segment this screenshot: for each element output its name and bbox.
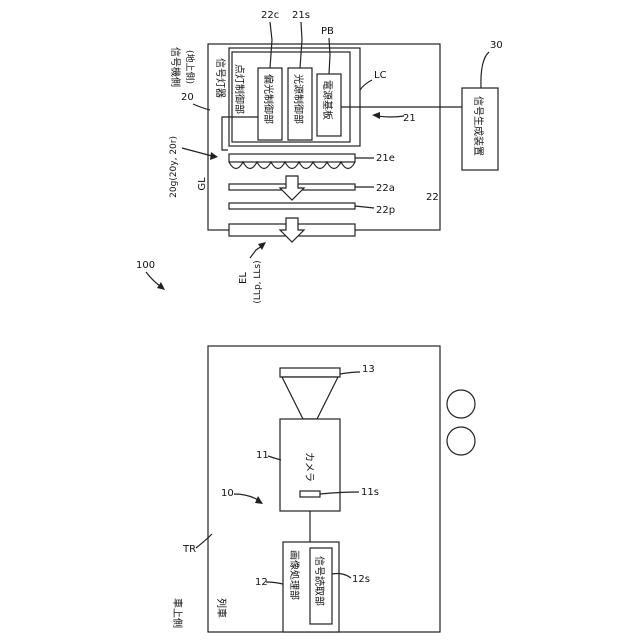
leader-100 <box>146 272 160 286</box>
ref-lc: LC <box>374 70 387 81</box>
ref-22c: 22c <box>261 10 279 21</box>
camera-label: カメラ <box>303 452 315 482</box>
train-label: 列車 <box>215 598 228 618</box>
ref-21s: 21s <box>292 10 310 21</box>
ref-12: 12 <box>255 577 268 588</box>
signal-generator-label: 信号生成装置 <box>472 96 485 156</box>
signal-reading-label: 信号読取部 <box>313 556 326 606</box>
lens-ring <box>280 368 340 377</box>
signal-side-label: 信号機側 <box>169 47 182 87</box>
ref-tr: TR <box>182 544 196 555</box>
ref-el-sub: (LLp, LLs) <box>253 260 263 303</box>
wheel-front <box>447 390 475 418</box>
ref-21: 21 <box>403 113 416 124</box>
polarizer-22p <box>229 203 355 209</box>
ref-11: 11 <box>256 450 269 461</box>
camera-sensor <box>300 491 320 497</box>
ref-20g: 20g(20y, 20r) <box>169 136 179 198</box>
ref-22: 22 <box>426 192 439 203</box>
arrow-100 <box>157 282 165 290</box>
lighting-control-label: 点灯制御部 <box>233 64 246 114</box>
ref-gl: GL <box>197 177 208 191</box>
led-board <box>229 154 355 162</box>
light-source-control-label: 光源制御部 <box>292 74 305 124</box>
ref-22a: 22a <box>376 183 395 194</box>
ref-22p: 22p <box>376 205 395 216</box>
ref-30: 30 <box>490 40 503 51</box>
ground-side-label: (地上側) <box>184 50 196 84</box>
leader-el <box>250 246 262 258</box>
ref-pb: PB <box>321 26 334 37</box>
power-board-label: 電源基板 <box>321 80 334 120</box>
image-processing-label: 画像処理部 <box>288 550 301 600</box>
leader-30 <box>481 52 489 88</box>
ref-100: 100 <box>136 260 155 271</box>
ref-12s: 12s <box>352 574 370 585</box>
polarized-control-label: 偏光制御部 <box>262 74 275 124</box>
vehicle-side-label: 車上側 <box>171 598 184 628</box>
ref-13: 13 <box>362 364 375 375</box>
ref-el: EL <box>238 272 249 284</box>
ref-21e: 21e <box>376 153 395 164</box>
ref-10: 10 <box>221 488 234 499</box>
signal-light-label: 信号灯器 <box>214 58 226 98</box>
ref-11s: 11s <box>361 487 379 498</box>
ref-20: 20 <box>181 92 194 103</box>
arrow-el <box>258 242 266 250</box>
wheel-rear <box>447 427 475 455</box>
